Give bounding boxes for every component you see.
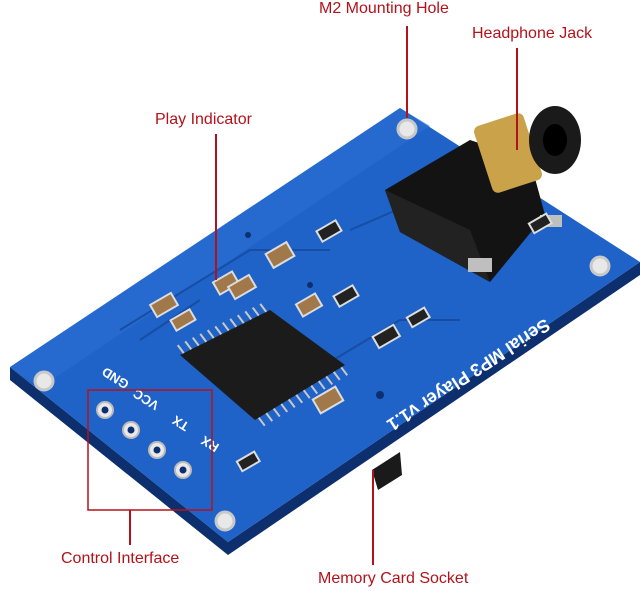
chip-pin [295,394,304,404]
capacitor [148,291,180,319]
chip-pin [310,385,319,395]
resistor [405,306,432,329]
pcb-shade [10,108,430,388]
chip-pin [221,322,230,332]
pin-pad-hole [127,426,135,434]
chip-pins [176,303,349,427]
chip-pin [206,329,215,339]
mounting-hole-bottom [214,510,236,532]
pin-pad-hole [101,406,109,414]
vias [245,232,384,399]
chip-pin [302,389,311,399]
chip-pin [332,371,341,381]
callout-m2-mounting-hole: M2 Mounting Hole [319,0,449,17]
chip-pin [199,333,208,343]
memory-card-socket [372,452,402,490]
chip-pin [272,407,281,418]
callout-control-interface: Control Interface [61,550,180,567]
mounting-hole-left [33,370,55,392]
capacitor [294,292,324,318]
callout-memory-card-socket: Memory Card Socket [318,570,469,587]
control-interface-highlight [87,389,213,511]
resistor [332,283,360,309]
chip-pin [317,380,326,390]
chip-pin [229,318,238,328]
resistor [315,218,343,244]
chip-pin [259,303,268,313]
callout-headphone-jack: Headphone Jack [472,25,593,42]
chip-pin [287,398,296,408]
capacitor [311,385,345,415]
resistor [371,323,402,350]
mounting-holes [33,118,611,532]
pin-pad-hole [153,446,161,454]
chip-body [180,310,345,420]
control-interface-header [96,401,192,479]
mounting-hole-right [589,255,611,277]
chip-pin [280,403,289,413]
callout-lines [129,26,518,565]
jack-gold-barrel [474,113,542,193]
chip-pin [244,310,253,320]
resistor [527,212,554,235]
jack-hole [543,124,567,156]
chip-pin [176,344,185,354]
smd-components [148,212,554,473]
chip-pin [325,375,334,386]
headphone-jack [385,106,581,282]
chip-pin [340,366,349,376]
main-chip [176,303,349,427]
chip-pin [265,412,274,422]
jack-front [385,190,490,282]
chip-pin [191,337,200,347]
mounting-hole-top [396,118,418,140]
chip-pin [236,314,245,324]
chip-pin [184,340,193,350]
capacitor [226,273,258,301]
capacitor [264,240,296,270]
resistor [235,450,262,473]
chip-pin [251,307,260,317]
jack-pin [468,258,492,272]
pin-pad-hole [179,466,187,474]
chip-pin [214,325,223,335]
callout-play-indicator: Play Indicator [155,111,252,128]
chip-pin [257,417,266,427]
capacitor [169,307,197,333]
